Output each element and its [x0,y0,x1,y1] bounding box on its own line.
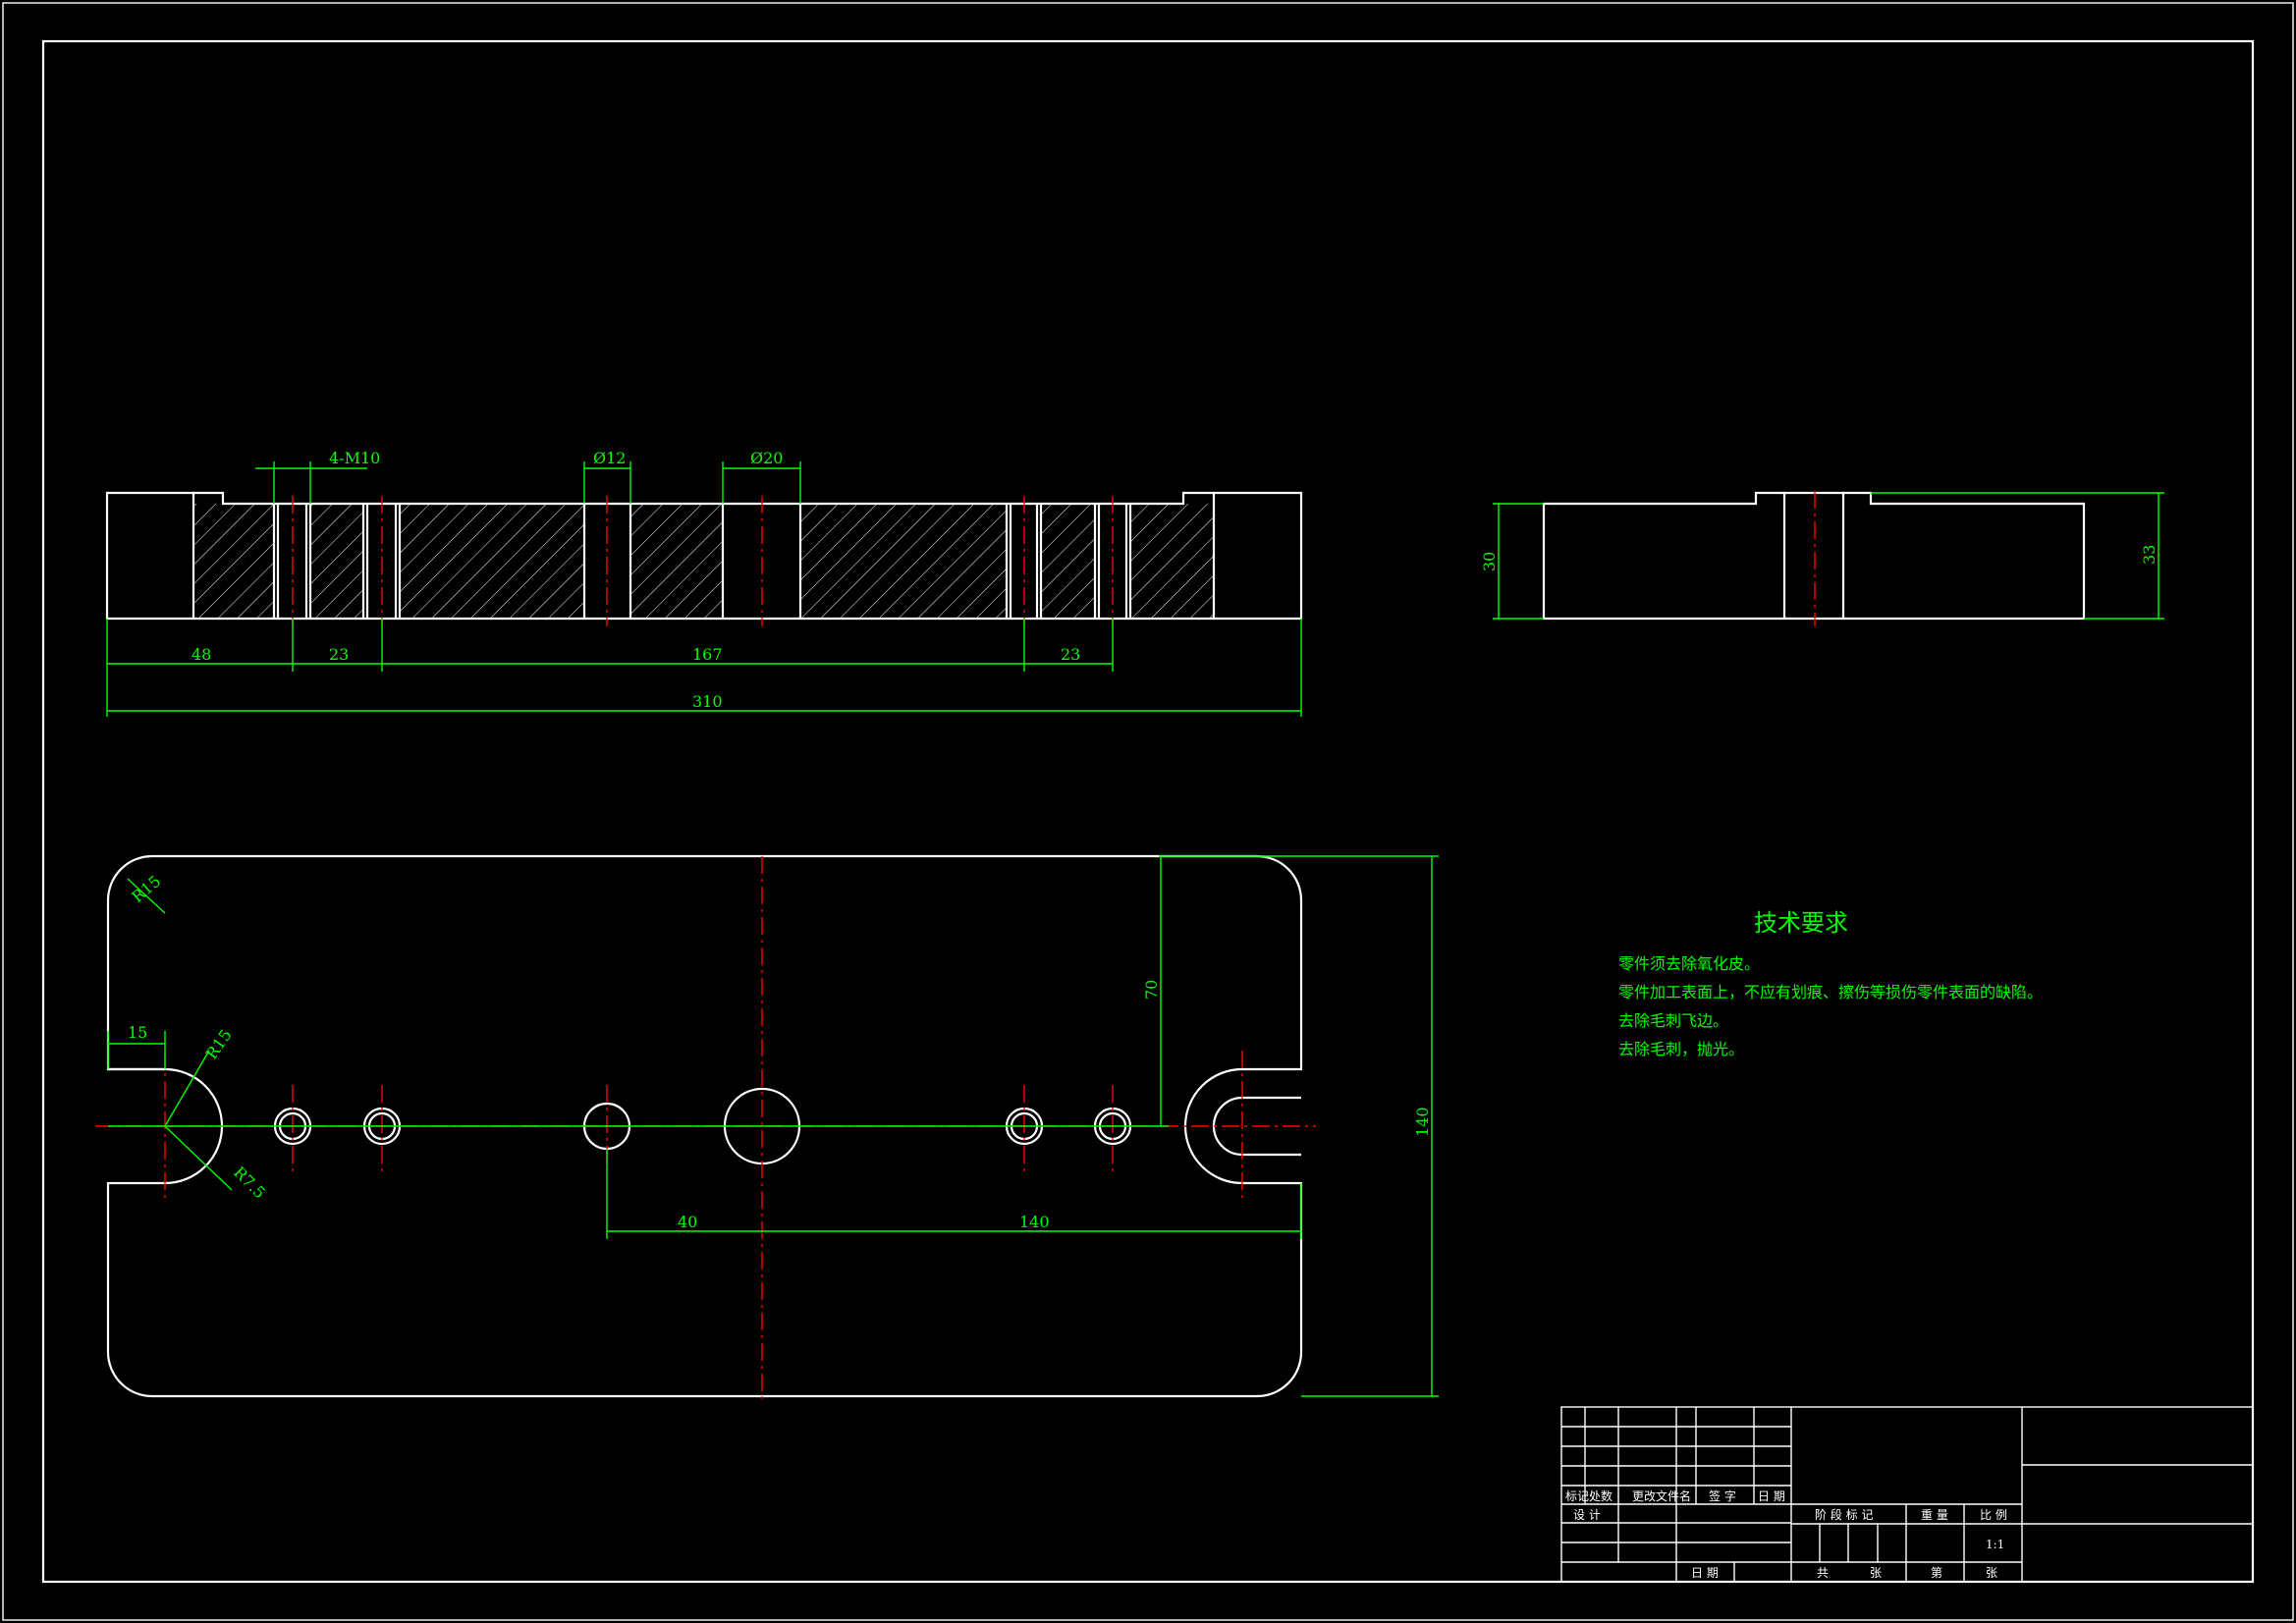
dim-48: 48 [191,645,211,664]
dim-23-right: 23 [1061,645,1080,664]
section-outline [105,491,1303,621]
dim-167: 167 [692,645,723,664]
rev-header-sign: 签 字 [1709,1488,1736,1503]
total-label: 共 [1817,1566,1829,1580]
section-centerlines [292,496,1114,626]
tech-line-1: 零件须去除氧化皮。 [1618,954,1760,973]
title-block [1560,1406,2254,1583]
dim-15: 15 [128,1023,147,1042]
rev-header-count: 处数 [1589,1488,1613,1503]
weight-label: 重 量 [1921,1508,1948,1522]
side-view [1493,491,2164,626]
section-top-dims [255,461,801,504]
dim-r75: R7.5 [230,1163,269,1202]
dim-40: 40 [678,1213,697,1231]
dim-r15-slot: R15 [202,1026,236,1062]
tech-line-2: 零件加工表面上，不应有划痕、擦伤等损伤零件表面的缺陷。 [1618,983,2043,1001]
rev-header-doc: 更改文件名 [1632,1488,1691,1503]
section-hole-walls [272,504,1132,619]
plan-outline [106,854,1303,1398]
dim-4-m10: 4-M10 [329,449,380,467]
section-bottom-dims [106,619,1302,717]
tech-line-3: 去除毛刺飞边。 [1618,1011,1728,1030]
dim-140-horizontal: 140 [1019,1213,1050,1231]
plan-centerlines [95,856,1316,1399]
tech-title: 技术要求 [1754,909,1848,937]
dim-33: 33 [2140,545,2159,565]
section-view: 4-M10 Ø12 Ø20 48 23 167 23 310 [105,449,1303,717]
dim-23-left: 23 [329,645,349,664]
dim-r15-corner: R15 [128,872,164,906]
sheet-unit-label: 张 [1986,1566,1997,1580]
dim-d12: Ø12 [593,449,626,467]
plan-view [95,854,1439,1399]
rev-header-date: 日 期 [1758,1489,1785,1503]
dim-d20: Ø20 [750,449,783,467]
dim-30: 30 [1480,552,1499,571]
stage-mark-label: 阶 段 标 记 [1815,1507,1873,1522]
plan-dims [107,855,1439,1397]
ratio-value: 1:1 [1986,1538,2004,1551]
design-label: 设 计 [1573,1508,1601,1522]
dim-310: 310 [692,692,723,711]
section-hatch [193,504,1214,619]
sheets-label: 张 [1870,1566,1882,1580]
inner-frame [41,39,2255,1584]
rev-header-mark: 标记 [1565,1489,1589,1503]
dim-140-vertical: 140 [1413,1107,1432,1137]
dim-70: 70 [1142,980,1161,1000]
sheet-no-label: 第 [1931,1566,1942,1580]
date-label: 日 期 [1691,1566,1719,1580]
tech-line-4: 去除毛刺，抛光。 [1618,1040,1744,1058]
ratio-label: 比 例 [1980,1508,2007,1522]
